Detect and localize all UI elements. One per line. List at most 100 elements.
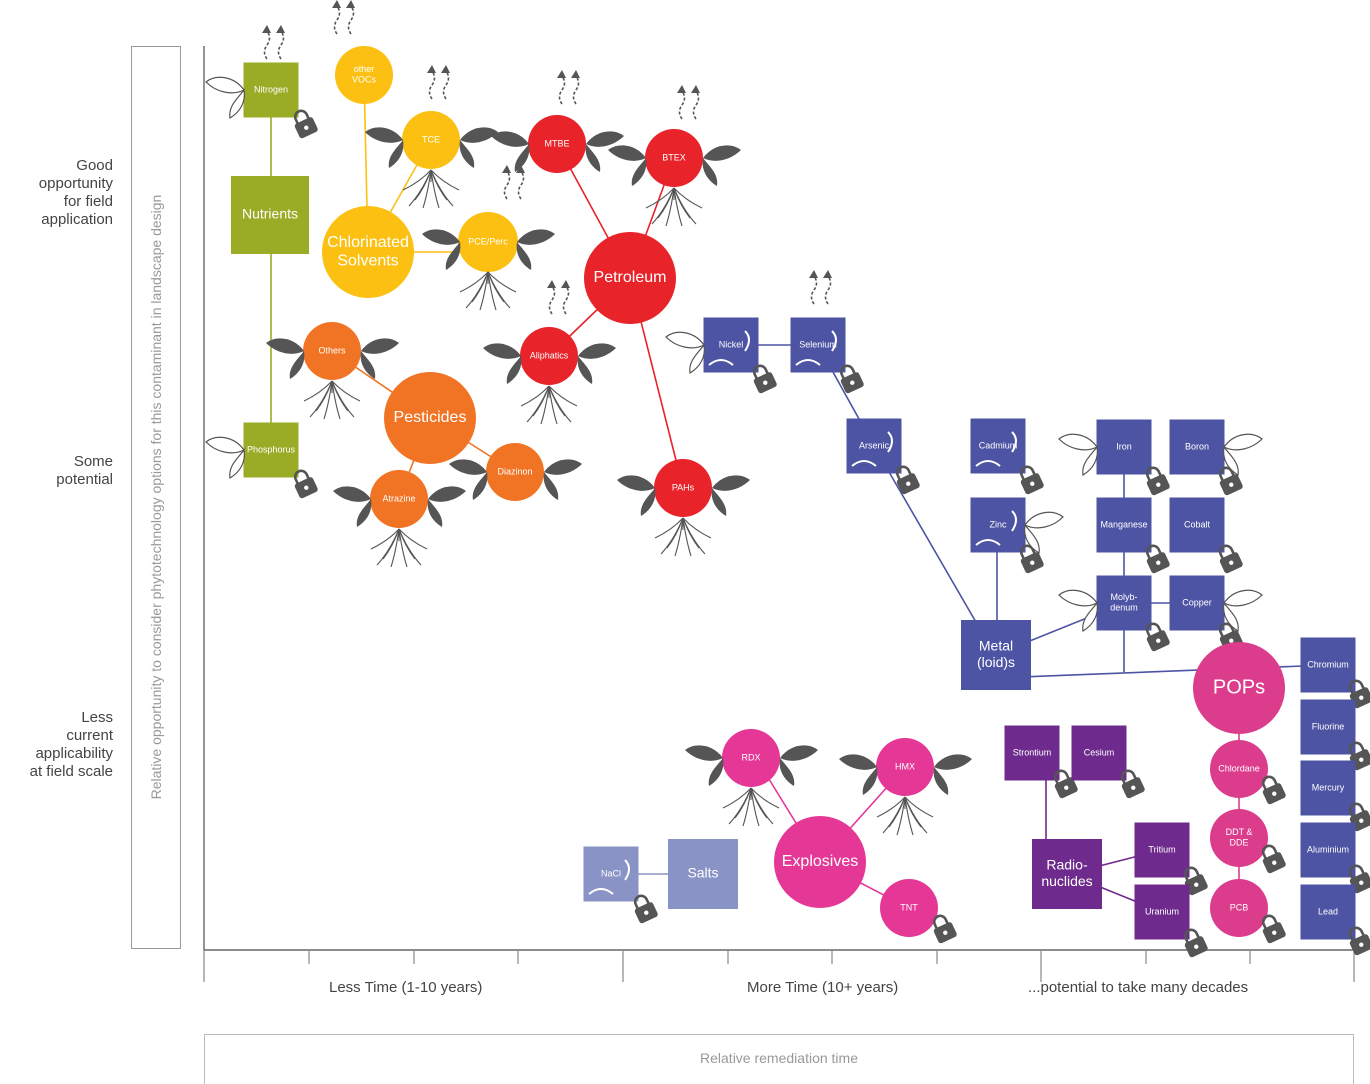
lock-icon	[1261, 914, 1286, 944]
vapor-trail	[347, 5, 355, 35]
leaf-blade	[1024, 523, 1040, 554]
root-strand	[331, 380, 341, 420]
lock-icon	[932, 914, 957, 944]
node-cobalt	[1169, 497, 1225, 553]
leaf-icon	[333, 486, 372, 527]
node-pcb	[1210, 879, 1268, 937]
leaf-blade	[665, 331, 705, 349]
group-chlorinated-solvents-label: Solvents	[337, 252, 398, 269]
root-strand	[673, 187, 683, 227]
outline-leaf-icon	[1223, 589, 1263, 632]
leaf-blade	[1024, 511, 1064, 529]
lock-keyhole	[763, 380, 768, 385]
leaf-icon	[608, 145, 647, 186]
node-ddt-dde-label: DDE	[1229, 838, 1248, 848]
vapor-trail	[277, 30, 285, 60]
lock-keyhole	[1359, 818, 1364, 823]
volatilization-arrows-icon	[557, 70, 580, 105]
node-tnt	[880, 879, 938, 937]
cycle-arrow	[624, 859, 630, 881]
root-strand	[904, 796, 914, 836]
x-label-decades: ...potential to take many decades	[1028, 979, 1249, 996]
leaf-blade	[685, 745, 723, 761]
leaf-blade	[360, 351, 376, 379]
leaf-blade	[585, 144, 601, 172]
leaf-blade	[289, 351, 305, 379]
lock-keyhole	[943, 930, 948, 935]
roots-icon	[303, 380, 361, 420]
node-tritium-label: Tritium	[1148, 844, 1175, 854]
lock-shackle	[1348, 679, 1365, 695]
cycle-arrow-icon	[975, 431, 1017, 467]
leaf-blade	[586, 131, 624, 147]
vapor-arrowhead	[441, 65, 450, 73]
root-strand	[331, 380, 355, 418]
node-lead	[1300, 884, 1356, 940]
leaf-blade	[205, 76, 245, 94]
root-strand	[742, 787, 752, 827]
lock-shackle	[1218, 466, 1235, 482]
root-strand	[728, 787, 752, 825]
lock-shackle	[1348, 802, 1365, 818]
root-strand	[408, 169, 432, 207]
lock-shackle	[1261, 844, 1278, 860]
leaf-icon	[779, 745, 818, 786]
x-axis-title-box: Relative remediation time	[204, 1034, 1354, 1084]
leaf-icon	[933, 754, 972, 795]
node-nickel-label: Nickel	[719, 339, 744, 349]
lock-icon	[293, 469, 318, 499]
leaf-icon	[360, 338, 399, 379]
lock-keyhole	[1030, 481, 1035, 486]
lock-keyhole	[1359, 695, 1364, 700]
lock-shackle	[1145, 544, 1162, 560]
node-other-vocs	[335, 46, 393, 104]
group-petroleum-label: Petroleum	[594, 269, 667, 286]
leaf-blade	[934, 754, 972, 770]
node-molyb-denum-label: Molyb-	[1110, 592, 1137, 602]
cycle-arrow	[1011, 510, 1017, 532]
leaf-blade	[780, 745, 818, 761]
leaf-blade	[839, 754, 877, 770]
group-salts	[668, 839, 738, 909]
leaf-icon	[839, 754, 878, 795]
node-uranium-label: Uranium	[1145, 906, 1179, 916]
lock-shackle	[1218, 622, 1235, 638]
leaf-icon	[365, 127, 404, 168]
leaf-blade	[229, 88, 245, 119]
root-strand	[331, 380, 361, 402]
node-uranium	[1134, 884, 1190, 940]
cycle-arrow	[795, 359, 821, 366]
node-arsenic-label: Arsenic	[859, 440, 890, 450]
cycle-arrow	[744, 330, 750, 352]
volatilization-arrows-icon	[427, 65, 450, 100]
vapor-arrowhead	[516, 165, 525, 173]
cycle-arrow-icon	[708, 330, 750, 366]
lock-shackle	[1348, 864, 1365, 880]
group-salts-label: Salts	[687, 865, 718, 881]
leaf-blade	[1082, 601, 1098, 632]
node-copper	[1169, 575, 1225, 631]
leaf-blade	[711, 488, 727, 516]
vapor-arrowhead	[677, 85, 686, 93]
connector	[817, 344, 996, 656]
lock-icon	[1218, 544, 1243, 574]
leaf-icon	[702, 145, 741, 186]
node-lead-label: Lead	[1318, 906, 1338, 916]
root-strand	[376, 528, 400, 566]
lock-shackle	[1261, 914, 1278, 930]
lock-keyhole	[1359, 942, 1364, 947]
group-metalloids-label: Metal	[979, 638, 1013, 654]
lock-icon	[1183, 866, 1208, 896]
lock-keyhole	[304, 485, 309, 490]
leaf-blade	[703, 145, 741, 161]
leaf-blade	[544, 459, 582, 475]
leaf-blade	[333, 486, 371, 502]
lock-icon	[1348, 741, 1370, 771]
lock-keyhole	[1156, 560, 1161, 565]
cycle-arrow	[851, 460, 877, 467]
root-strand	[487, 271, 517, 293]
leaf-blade	[640, 488, 656, 516]
node-molyb-denum-label: denum	[1110, 603, 1138, 613]
group-pops-label: POPs	[1213, 676, 1265, 698]
leaf-blade	[517, 229, 555, 245]
